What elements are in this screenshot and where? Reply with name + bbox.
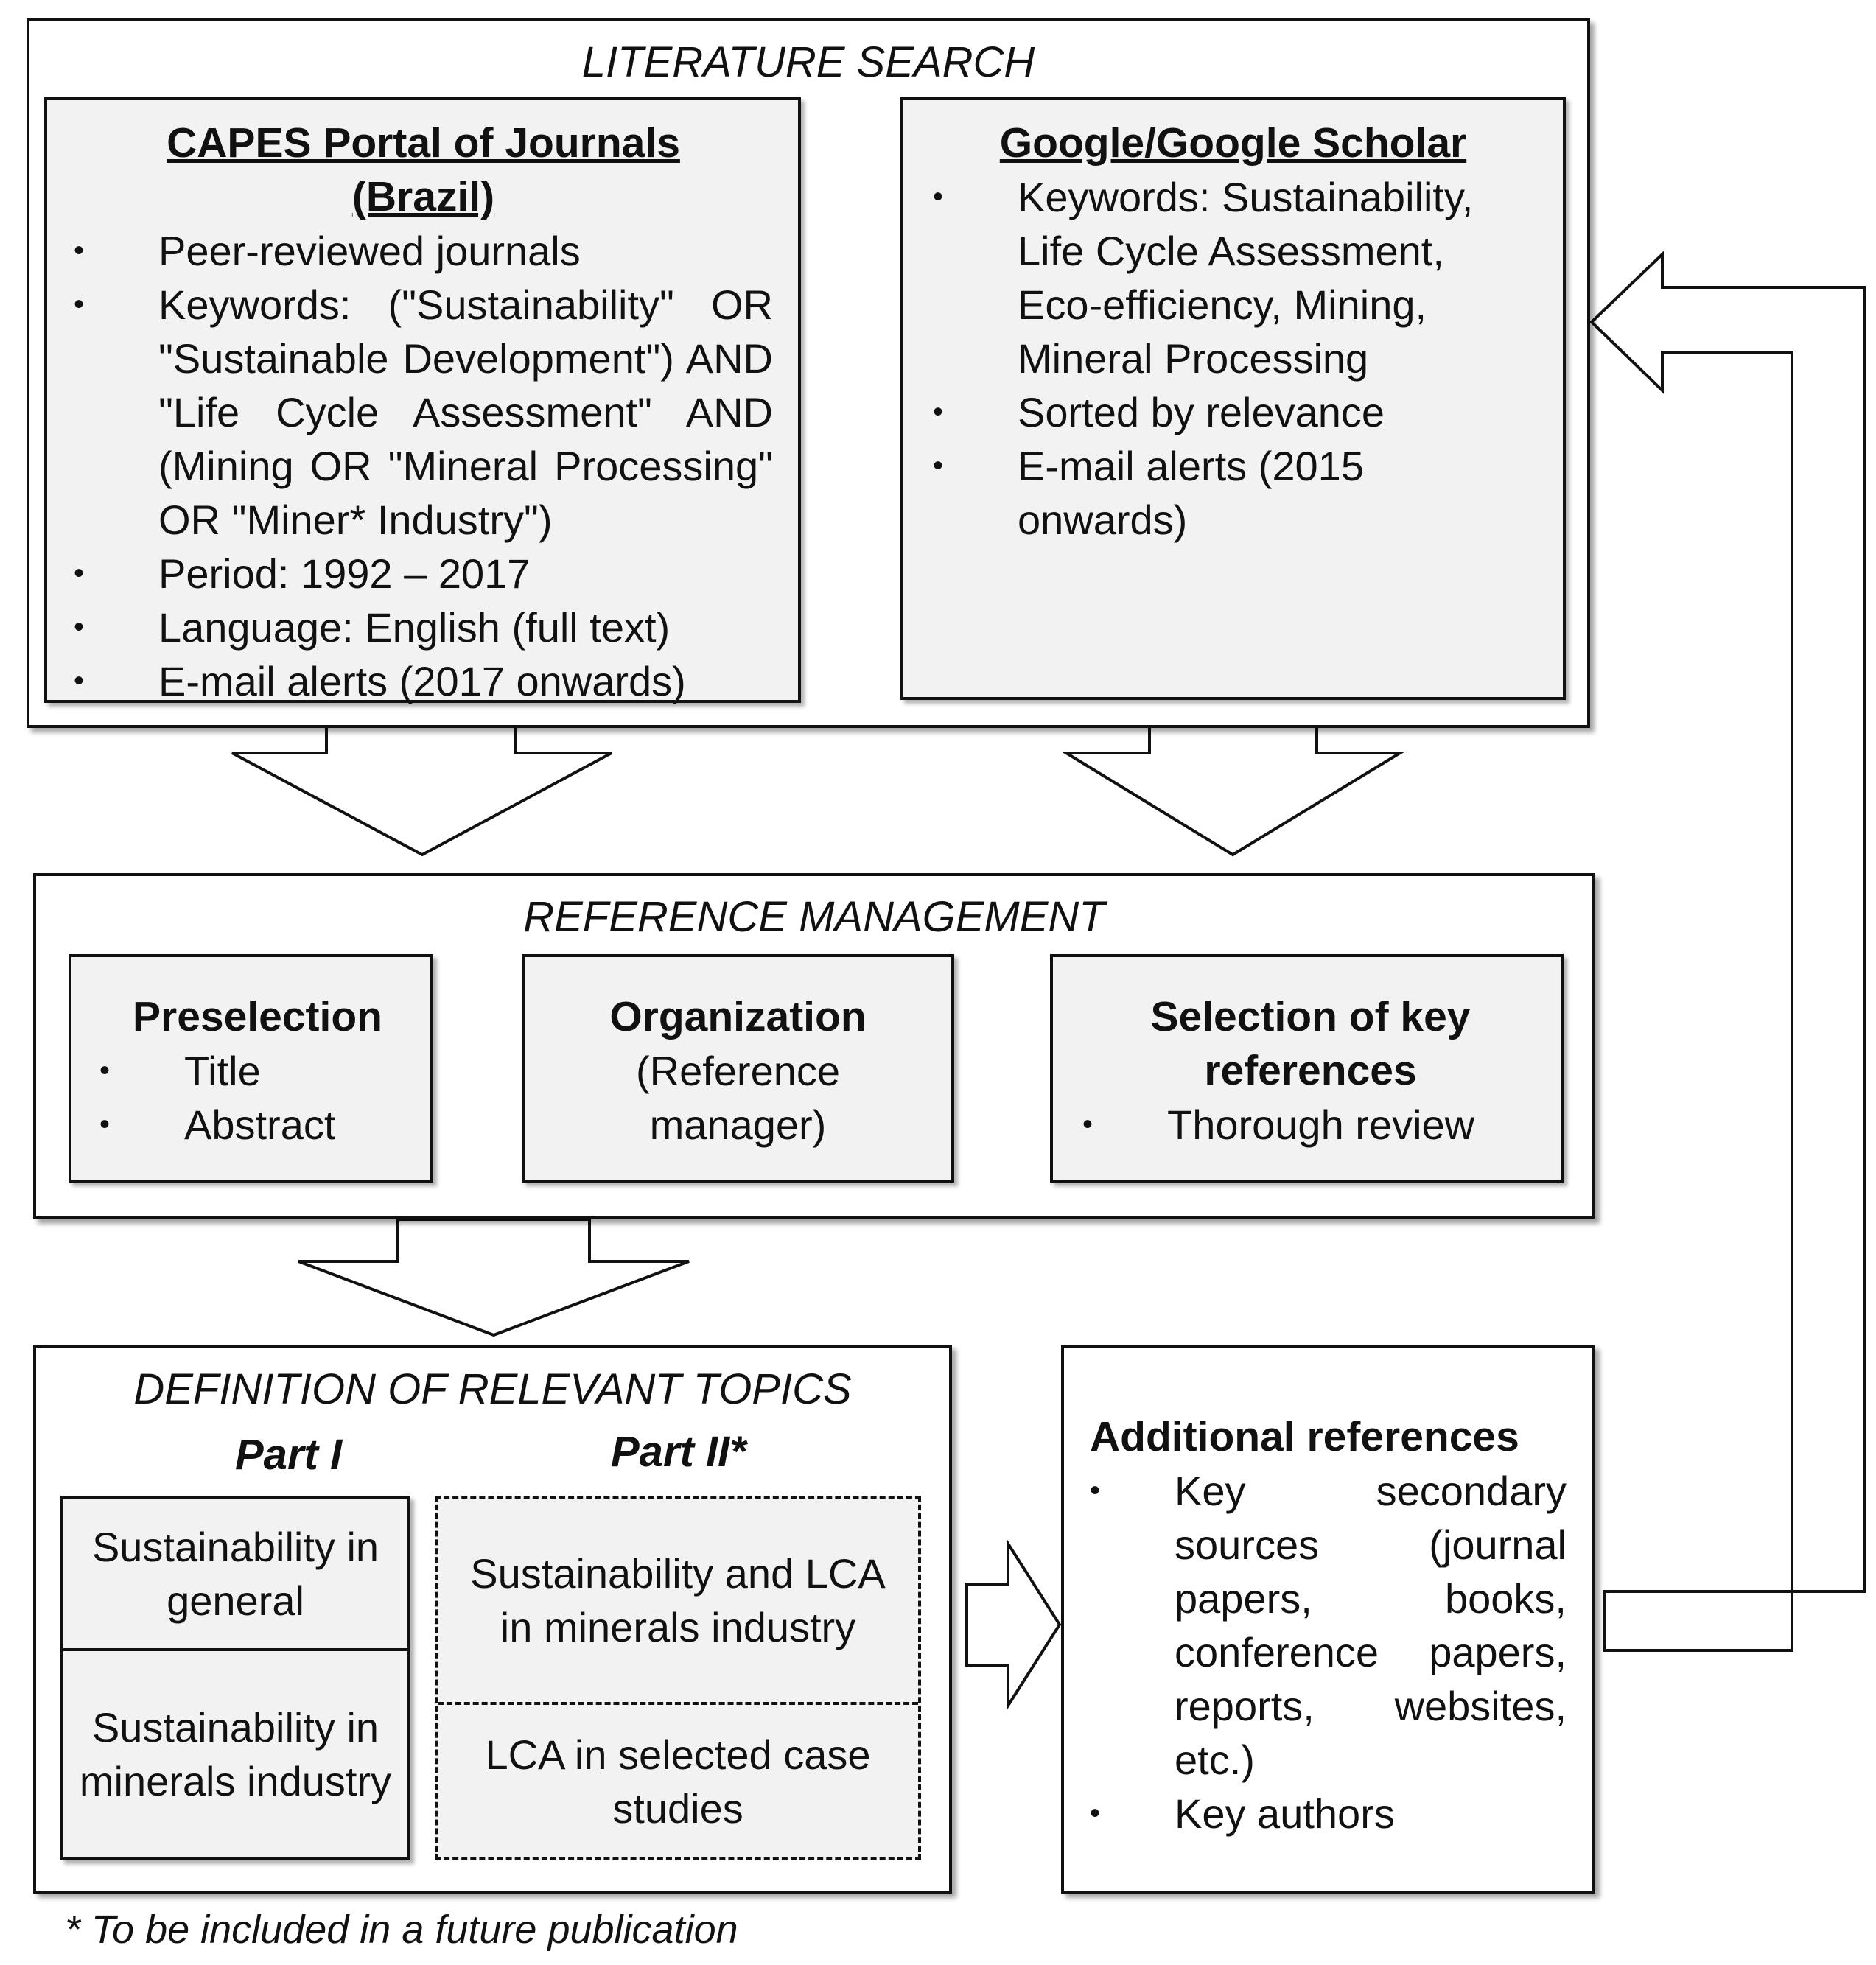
- part-two-table: Sustainability and LCA in minerals indus…: [435, 1496, 921, 1860]
- organization-box: Organization (Reference manager): [522, 954, 954, 1183]
- capes-heading: CAPES Portal of Journals (Brazil): [167, 119, 680, 220]
- list-item: •Abstract: [99, 1101, 336, 1148]
- footnote: * To be included in a future publication: [65, 1908, 738, 1952]
- preselection-box: Preselection •Title •Abstract: [69, 954, 433, 1183]
- organization-subtitle-line2: manager): [649, 1101, 827, 1148]
- list-item: •Peer-reviewed journals: [74, 228, 581, 274]
- preselection-heading: Preselection: [133, 993, 382, 1040]
- reference-management-title: REFERENCE MANAGEMENT: [523, 893, 1105, 941]
- list-item: •Key authors: [1090, 1790, 1395, 1837]
- list-item: •Thorough review: [1082, 1101, 1475, 1148]
- list-item: •Period: 1992 – 2017: [74, 550, 531, 597]
- organization-heading: Organization: [609, 993, 867, 1040]
- additional-list: •Key secondary sources (journal papers, …: [1090, 1464, 1567, 1840]
- organization-subtitle-line1: (Reference: [635, 1048, 841, 1094]
- arrow-feedback-loop: [1589, 251, 1866, 1652]
- part-one-table: Sustainability in general Sustainability…: [60, 1496, 410, 1860]
- additional-heading: Additional references: [1090, 1413, 1519, 1460]
- definition-title: DEFINITION OF RELEVANT TOPICS: [133, 1365, 852, 1413]
- list-item: •E-mail alerts (2015 onwards): [933, 443, 1364, 543]
- list-item: •E-mail alerts (2017 onwards): [74, 658, 686, 704]
- google-heading: Google/Google Scholar: [999, 119, 1467, 167]
- selection-heading: Selection of key references: [1150, 993, 1471, 1094]
- part-one-label: Part I: [235, 1431, 343, 1479]
- capes-portal-box: CAPES Portal of Journals (Brazil) •Peer-…: [44, 97, 801, 704]
- list-item: •Key secondary sources (journal papers, …: [1090, 1468, 1567, 1783]
- google-criteria-list: •Keywords: Sustainability, Life Cycle As…: [933, 170, 1533, 547]
- topic-lca-case-studies: LCA in selected case studies: [485, 1731, 871, 1832]
- topic-sustainability-minerals: Sustainability in minerals industry: [79, 1704, 392, 1804]
- list-item: •Keywords: Sustainability, Life Cycle As…: [933, 174, 1474, 382]
- preselection-list: •Title •Abstract: [99, 1044, 416, 1152]
- arrow-definition-to-additional: [965, 1538, 1062, 1711]
- part-two-label: Part II*: [611, 1428, 746, 1476]
- topic-sustainability-general: Sustainability in general: [63, 1499, 407, 1651]
- selection-key-references-box: Selection of key references •Thorough re…: [1050, 954, 1564, 1183]
- additional-references-box: Additional references •Key secondary sou…: [1061, 1345, 1595, 1894]
- capes-criteria-list: •Peer-reviewed journals •Keywords: ("Sus…: [74, 224, 773, 708]
- list-item: •Sorted by relevance: [933, 389, 1385, 435]
- google-scholar-box: Google/Google Scholar •Keywords: Sustain…: [900, 97, 1566, 700]
- list-item: •Language: English (full text): [74, 604, 671, 651]
- selection-list: •Thorough review: [1082, 1098, 1539, 1152]
- list-item: •Title: [99, 1048, 261, 1094]
- literature-search-title: LITERATURE SEARCH: [581, 38, 1035, 86]
- arrow-refmgmt-down: [298, 1218, 690, 1337]
- topic-sustainability-lca-minerals: Sustainability and LCA in minerals indus…: [438, 1499, 918, 1705]
- list-item: •Keywords: ("Sustainability" OR "Sustain…: [74, 281, 773, 543]
